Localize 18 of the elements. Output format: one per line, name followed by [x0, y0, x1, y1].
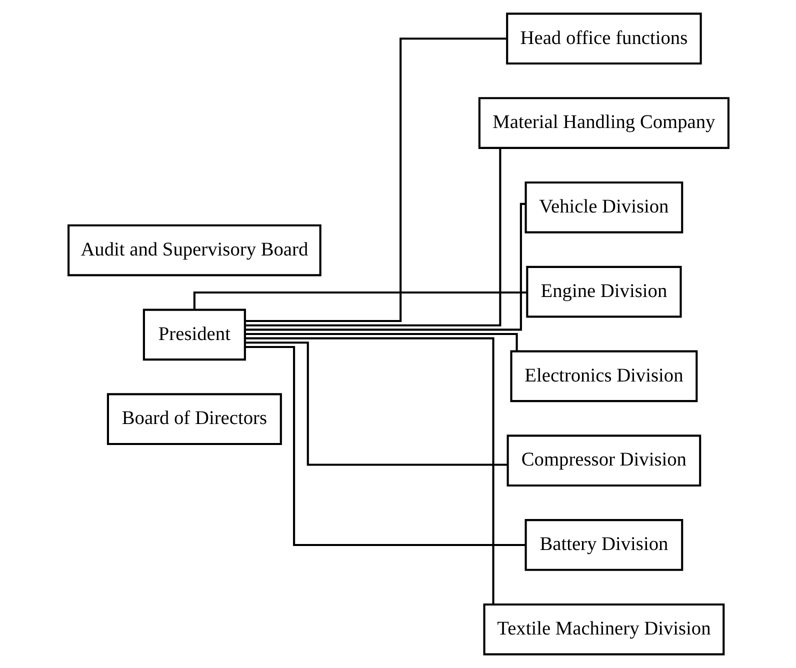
connector — [244, 38, 507, 322]
node-box: Engine Division — [526, 266, 682, 318]
connector — [244, 202, 525, 331]
connector — [245, 148, 501, 326]
node-box: Material Handling Company — [478, 97, 729, 149]
connector — [244, 337, 494, 604]
node-box: Vehicle Division — [524, 181, 683, 234]
node-box: Textile Machinery Division — [482, 603, 724, 656]
node-box: Head office functions — [506, 12, 702, 65]
connector — [244, 332, 518, 352]
node-box: Electronics Division — [510, 350, 698, 402]
connector — [244, 342, 507, 466]
node-box: President — [142, 308, 246, 361]
node-box: Battery Division — [524, 519, 683, 571]
node-box: Board of Directors — [106, 393, 282, 446]
connector — [244, 346, 526, 546]
node-box: Audit and Supervisory Board — [67, 224, 321, 276]
node-box: Compressor Division — [506, 434, 701, 487]
